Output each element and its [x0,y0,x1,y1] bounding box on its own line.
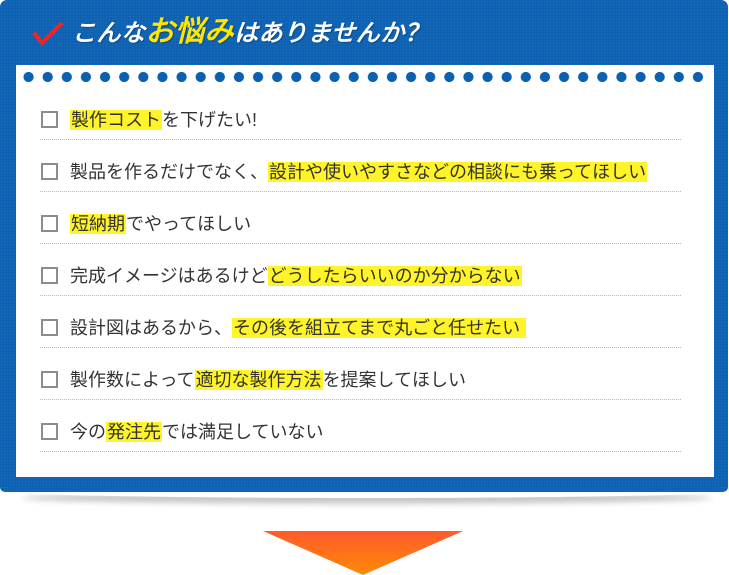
checkbox-icon[interactable] [41,371,58,388]
text-plain: を下げたい! [162,109,258,130]
title-pre: こんな [72,20,146,47]
text-plain: 製品を作るだけでなく、 [70,161,268,182]
text-highlight: 発注先 [106,421,162,442]
title-post: はありませんか？ [234,20,430,47]
text-plain: でやってほしい [126,213,252,234]
checklist-panel: 製作コストを下げたい! 製品を作るだけでなく、設計や使いやすさなどの相談にも乗っ… [16,65,714,477]
text-plain: 今の [70,421,106,442]
checklist-item: 設計図はあるから、その後を組立てまで丸ごと任せたい [40,296,681,348]
text-highlight: 短納期 [70,213,126,234]
checklist-item: 製作数によって適切な製作方法を提案してほしい [40,348,681,400]
checklist-item: 今の発注先では満足していない [40,400,681,452]
checkbox-icon[interactable] [41,423,58,440]
title-highlight: お悩み [145,16,235,48]
text-plain: 完成イメージはあるけど [70,265,268,286]
checkbox-icon[interactable] [41,267,58,284]
checklist-item-text: 製作コストを下げたい! [70,108,257,132]
checklist-item: 完成イメージはあるけどどうしたらいいのか分からない [40,244,681,296]
text-highlight: 設計や使いやすさなどの相談にも乗ってほしい [268,161,648,182]
text-plain: 設計図はあるから、 [70,317,232,338]
checklist: 製作コストを下げたい! 製品を作るだけでなく、設計や使いやすさなどの相談にも乗っ… [40,88,681,452]
checkbox-icon[interactable] [41,163,58,180]
text-plain: では満足していない [162,421,324,442]
down-arrow-icon [263,531,463,575]
checklist-item: 製品を作るだけでなく、設計や使いやすさなどの相談にも乗ってほしい [40,140,681,192]
checklist-item-text: 短納期でやってほしい [70,212,251,236]
checkbox-icon[interactable] [41,215,58,232]
dotted-divider [19,72,708,82]
checklist-item-text: 今の発注先では満足していない [70,420,323,444]
concerns-frame: こんなお悩みはありませんか？ 製作コストを下げたい! 製品を作るだけでなく、設計… [0,0,728,492]
checkmark-icon [32,22,64,46]
text-highlight: どうしたらいいのか分からない [267,265,522,286]
checklist-item-text: 完成イメージはあるけどどうしたらいいのか分からない [70,264,522,288]
checkbox-icon[interactable] [41,319,58,336]
checklist-item: 短納期でやってほしい [40,192,681,244]
text-highlight: 製作コスト [70,109,162,130]
checklist-item: 製作コストを下げたい! [40,88,681,140]
page-title: こんなお悩みはありませんか？ [72,10,429,54]
checklist-item-text: 設計図はあるから、その後を組立てまで丸ごと任せたい [70,316,527,340]
text-highlight: 適切な製作方法 [194,369,323,390]
text-highlight: その後を組立てまで丸ごと任せたい [232,317,527,338]
checkbox-icon[interactable] [41,111,58,128]
text-plain: 製作数によって [70,369,195,390]
checklist-item-text: 製作数によって適切な製作方法を提案してほしい [70,368,466,392]
header: こんなお悩みはありませんか？ [0,0,728,65]
text-plain: を提案してほしい [322,369,467,390]
checklist-item-text: 製品を作るだけでなく、設計や使いやすさなどの相談にも乗ってほしい [70,160,648,184]
